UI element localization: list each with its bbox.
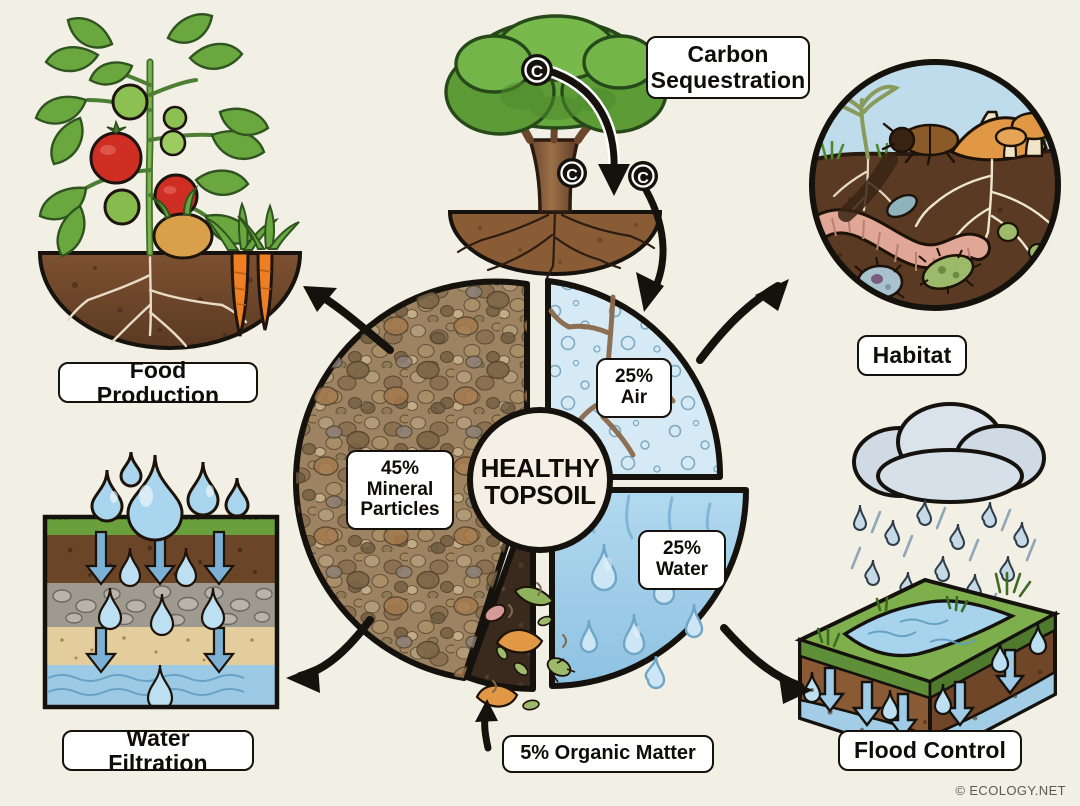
flood-control-illustration [794,402,1061,764]
label-air: 25% Air [596,358,672,418]
label-habitat: Habitat [857,335,967,376]
label-mineral-particles: 45% Mineral Particles [346,450,454,530]
water-filtration-illustration [42,451,280,710]
pie-center-title: HEALTHY TOPSOIL [480,453,600,510]
label-food-production: Food Production [58,357,258,407]
label-flood-control: Flood Control [838,730,1022,771]
carbon-marker-1: C [521,54,553,86]
food-production-illustration [34,13,303,350]
habitat-illustration [809,59,1061,311]
copyright-credit: © ECOLOGY.NET [955,783,1066,798]
carbon-marker-2: C [557,158,587,188]
label-water: 25% Water [638,530,726,590]
label-organic-matter: 5% Organic Matter [502,735,714,773]
carbon-marker-3: C [628,161,658,191]
carbon-markers: C C C [521,54,658,191]
label-water-filtration: Water Filtration [62,725,254,775]
svg-text:C: C [531,62,543,81]
pie-slice-organic [464,490,576,711]
svg-text:C: C [566,167,578,184]
svg-text:C: C [637,170,649,187]
carbon-sequestration-illustration [444,14,668,312]
label-carbon-sequestration: Carbon Sequestration [646,36,810,99]
